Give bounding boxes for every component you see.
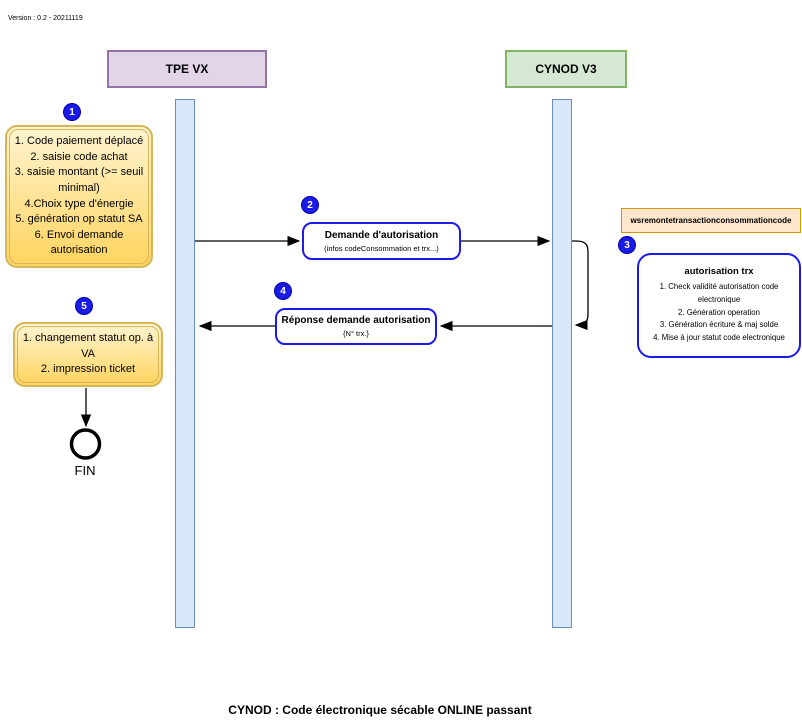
fin-label: FIN (74, 463, 96, 478)
message-box-request: Demande d'autorisation (infos codeConsom… (302, 222, 461, 260)
actor-header-cynod: CYNOD V3 (505, 50, 627, 88)
message-subtitle: {N° trx.} (343, 329, 369, 338)
diagram-caption: CYNOD : Code électronique sécable ONLINE… (228, 703, 532, 717)
note-line: 5. génération op statut SA (15, 213, 143, 226)
actor-cynod-label: CYNOD V3 (535, 62, 597, 76)
step-badge-1: 1 (63, 103, 81, 121)
arrow-self-loop (572, 240, 589, 331)
step-badge-4: 4 (274, 282, 292, 300)
step-badge-3: 3 (618, 236, 636, 254)
message-box-response: Réponse demande autorisation {N° trx.} (275, 308, 437, 345)
service-label: wsremontetransactionconsommationcode (621, 208, 801, 233)
actor-header-tpe: TPE VX (107, 50, 267, 88)
message-subtitle: (infos codeConsommation et trx...) (324, 243, 439, 253)
note-line: 2. impression ticket (40, 363, 136, 376)
note-line: 1. changement statut op. à VA (22, 332, 154, 360)
version-label: Version : 0.2 - 20211119 (8, 15, 83, 22)
note-line: 2. saisie code achat (30, 150, 128, 163)
lifeline-cynod (552, 99, 572, 628)
note-line: 3. saisie montant (>= seuil minimal) (14, 166, 144, 194)
process-item: 4. Mise à jour statut code electronique (653, 332, 785, 342)
actor-tpe-label: TPE VX (165, 62, 209, 76)
message-title: Réponse demande autorisation (281, 315, 431, 326)
step-badge-5: 5 (75, 297, 93, 315)
process-item: 1. Check validité autorisation code elec… (659, 282, 779, 305)
note-line: 1. Code paiement déplacé (14, 135, 144, 148)
note-line: 6. Envoi demande autorisation (34, 228, 124, 257)
note-step-1: 1. Code paiement déplacé 2. saisie code … (5, 125, 153, 268)
note-line: 4.Choix type d'énergie (24, 197, 134, 210)
process-box-authorization: autorisation trx 1. Check validité autor… (637, 253, 801, 358)
step-badge-2: 2 (301, 196, 319, 214)
process-title: autorisation trx (684, 266, 754, 278)
process-item: 3. Génération écriture & maj solde (659, 320, 779, 330)
note-step-5: 1. changement statut op. à VA 2. impress… (13, 322, 163, 387)
process-item: 2. Génération operation (678, 307, 760, 317)
fin-terminator-circle (69, 428, 102, 460)
lifeline-tpe (175, 99, 195, 628)
message-title: Demande d'autorisation (324, 229, 439, 241)
